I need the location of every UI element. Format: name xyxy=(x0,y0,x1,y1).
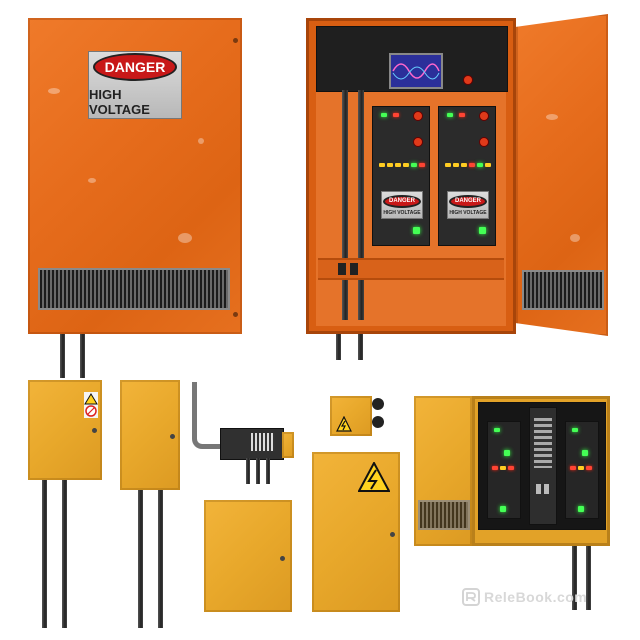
lightning-icon xyxy=(358,462,390,492)
open-yellow-cabinet-door xyxy=(414,396,472,546)
cabinet-door xyxy=(516,14,608,336)
warning-triangle-icon xyxy=(84,393,98,405)
danger-label: DANGER xyxy=(383,194,421,208)
control-knob xyxy=(463,75,473,85)
top-control-panel xyxy=(316,26,508,92)
relebook-logo-icon xyxy=(462,588,480,606)
high-voltage-label: HIGH VOLTAGE xyxy=(449,209,487,216)
oscilloscope-screen xyxy=(389,53,443,89)
breaker-module xyxy=(565,421,599,519)
breaker-module: DANGER HIGH VOLTAGE xyxy=(438,106,496,246)
electric-meter xyxy=(220,428,284,460)
door-ventilation-grille xyxy=(522,270,604,310)
door-ventilation-grille xyxy=(418,500,470,530)
breaker-module: DANGER HIGH VOLTAGE xyxy=(372,106,430,246)
danger-label: DANGER xyxy=(93,53,177,81)
danger-sign: DANGER HIGH VOLTAGE xyxy=(88,51,182,119)
bent-conduit xyxy=(192,382,227,449)
ventilation-grille xyxy=(38,268,230,310)
high-voltage-label: HIGH VOLTAGE xyxy=(89,87,150,117)
breaker-module xyxy=(487,421,521,519)
yellow-junction-box xyxy=(28,380,102,480)
watermark-text: ReleBook.com xyxy=(484,589,588,605)
yellow-switch-box xyxy=(330,396,372,436)
danger-label: DANGER xyxy=(449,194,487,208)
waveform-icon xyxy=(392,63,440,80)
yellow-high-voltage-box xyxy=(312,452,400,612)
cable-pipe xyxy=(80,334,85,378)
high-voltage-label: HIGH VOLTAGE xyxy=(383,209,421,216)
terminal-rail xyxy=(318,258,504,280)
watermark: ReleBook.com xyxy=(462,588,587,606)
cable-pipe xyxy=(60,334,65,378)
danger-sign: DANGER HIGH VOLTAGE xyxy=(381,191,423,219)
open-yellow-cabinet xyxy=(472,396,610,546)
cabinet-interior xyxy=(478,402,606,530)
lightning-icon xyxy=(336,416,352,432)
danger-sign: DANGER HIGH VOLTAGE xyxy=(447,191,489,219)
terminal-strip xyxy=(529,407,557,525)
yellow-junction-box xyxy=(120,380,180,490)
open-orange-cabinet: DANGER HIGH VOLTAGE DANGER HIGH VOLTAGE xyxy=(306,18,516,334)
yellow-panel-box xyxy=(204,500,292,612)
closed-orange-cabinet: DANGER HIGH VOLTAGE xyxy=(28,18,242,334)
warning-sticker xyxy=(84,392,98,418)
